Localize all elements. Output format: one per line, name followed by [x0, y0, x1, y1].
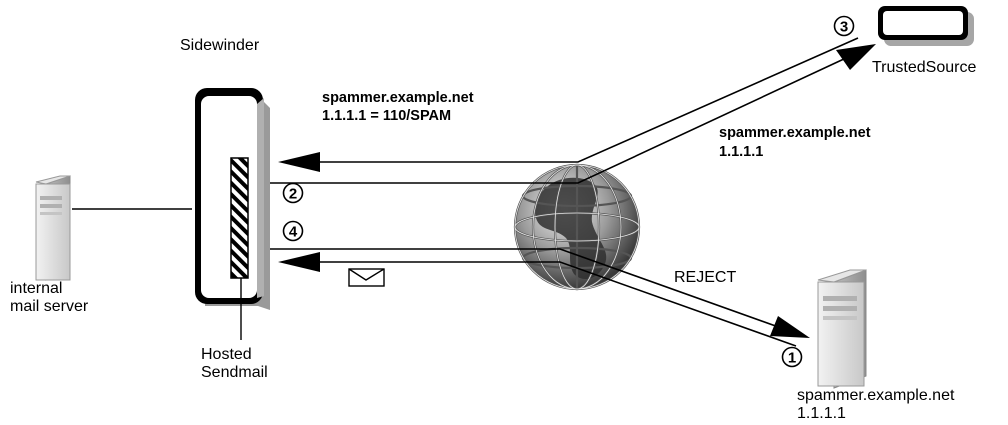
reply-message-line1: spammer.example.net [322, 90, 474, 106]
trusted-source-appliance-icon [878, 6, 974, 46]
reply-arrowhead [278, 152, 320, 172]
svg-text:4: 4 [289, 224, 298, 241]
sidewinder-label: Sidewinder [180, 37, 260, 54]
query-flow-arrow [270, 57, 847, 184]
svg-text:1: 1 [788, 350, 796, 367]
reply-message-line2: 1.1.1.1 = 110/SPAM [322, 108, 452, 124]
reject-label: REJECT [674, 269, 737, 286]
hosted-sendmail-label-line1: Hosted [201, 346, 252, 363]
spammer-host-label: spammer.example.net [797, 387, 955, 404]
trusted-source-label: TrustedSource [872, 59, 977, 76]
svg-text:3: 3 [840, 19, 848, 36]
spammer-ip-label: 1.1.1.1 [797, 405, 846, 422]
svg-text:2: 2 [289, 186, 297, 203]
query-message-line2: 1.1.1.1 [719, 144, 764, 160]
internal-mail-server-label-line1: internal [10, 280, 63, 297]
query-arrowhead [836, 44, 876, 70]
mail-arrowhead [278, 252, 320, 272]
step-1-badge: 1 [781, 346, 803, 368]
mail-flow-arrow [288, 261, 797, 347]
reject-flow-arrow [270, 248, 799, 335]
internal-mail-server-icon [35, 175, 71, 281]
internal-mail-server-label-line2: mail server [10, 298, 89, 315]
sidewinder-firewall-icon [195, 88, 270, 310]
step-3-badge: 3 [833, 15, 855, 37]
step-2-badge: 2 [282, 182, 304, 204]
internet-globe-icon [513, 163, 641, 291]
envelope-icon [348, 268, 385, 287]
spammer-server-icon [817, 269, 867, 389]
reject-arrowhead [770, 316, 810, 338]
reply-flow-arrow [288, 37, 859, 163]
query-message-line1: spammer.example.net [719, 125, 871, 141]
step-4-badge: 4 [282, 220, 304, 242]
hosted-sendmail-label-line2: Sendmail [201, 364, 268, 381]
